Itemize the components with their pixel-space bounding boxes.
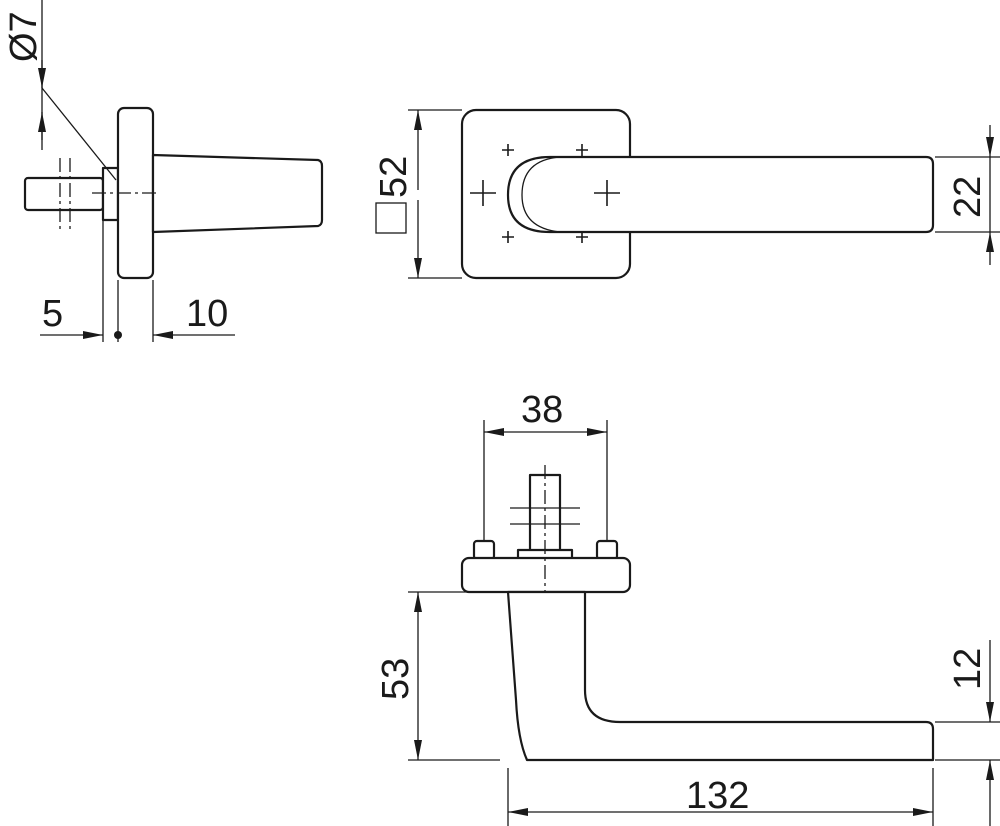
- dim-12: 12: [947, 648, 989, 690]
- side-view: Ø7 5 10: [3, 0, 324, 342]
- spindle: [23, 176, 105, 212]
- spindle-top: [528, 473, 562, 554]
- lever-top: [506, 590, 935, 762]
- diameter-label: Ø7: [3, 11, 45, 62]
- dim-38: 38: [521, 389, 563, 431]
- screw-right: [595, 539, 619, 561]
- dim-52: 52: [373, 156, 415, 198]
- screw-left: [472, 539, 496, 561]
- top-view: 38 53 12 132: [375, 389, 1000, 826]
- dim-10: 10: [186, 293, 228, 335]
- lever-neck-side: [151, 153, 324, 234]
- dim-22: 22: [947, 176, 989, 218]
- dim-5: 5: [42, 293, 63, 335]
- plus-marks: [470, 144, 620, 243]
- front-view: 52 22: [373, 108, 1000, 280]
- lever-front: [506, 155, 935, 234]
- rosette-top: [460, 556, 632, 594]
- screw: [101, 166, 120, 222]
- dim-132: 132: [686, 775, 749, 817]
- dim-53: 53: [375, 658, 417, 700]
- square-icon: [375, 202, 407, 234]
